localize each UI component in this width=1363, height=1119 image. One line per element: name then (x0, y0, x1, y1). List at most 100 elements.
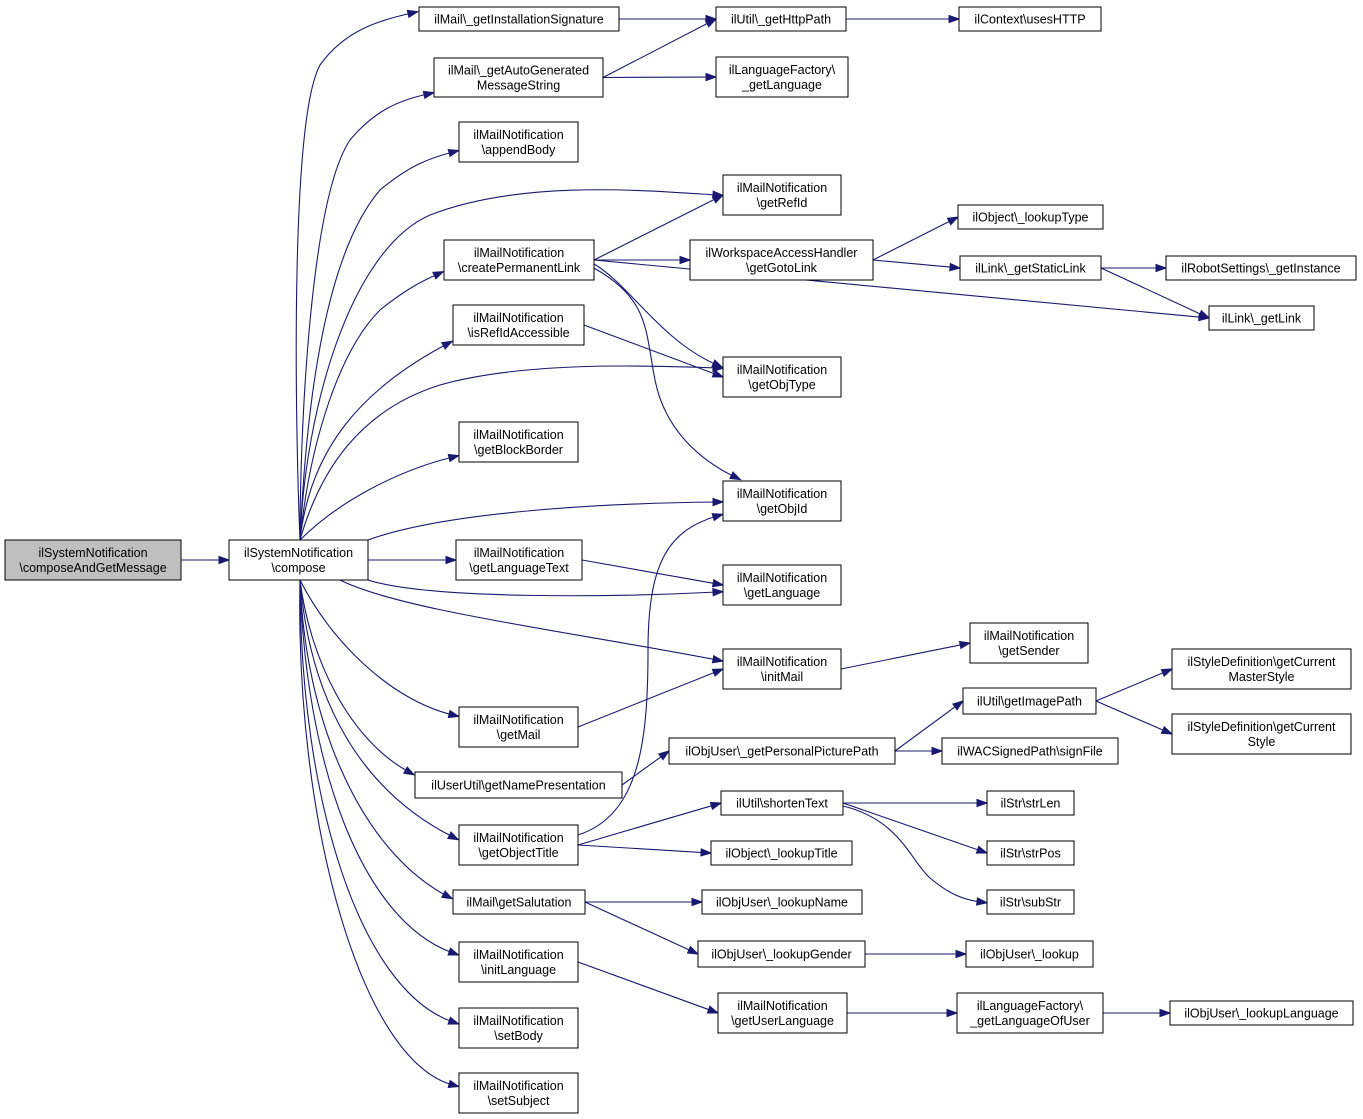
node-get-goto-link[interactable]: ilWorkspaceAccessHandler\getGotoLink (689, 239, 874, 281)
node-box (458, 706, 579, 748)
node-box (1208, 305, 1315, 331)
node-box (455, 539, 583, 581)
node-lookup-title[interactable]: ilObject\_lookupTitle (710, 840, 853, 866)
node-get-personal-picture-path[interactable]: ilObjUser\_getPersonalPicturePath (668, 737, 896, 765)
node-box (452, 889, 586, 915)
node-lookup-language[interactable]: ilObjUser\_lookupLanguage (1169, 1000, 1354, 1026)
node-lookup[interactable]: ilObjUser\_lookup (965, 940, 1094, 968)
node-compose-and-get-message[interactable]: ilSystemNotification\composeAndGetMessag… (4, 539, 182, 581)
node-label-line: ilMailNotification (474, 246, 564, 260)
node-get-obj-type[interactable]: ilMailNotification\getObjType (722, 356, 842, 398)
node-lookup-name[interactable]: ilObjUser\_lookupName (701, 889, 863, 915)
node-robot-get-instance[interactable]: ilRobotSettings\_getInstance (1165, 255, 1357, 281)
edge-line (894, 704, 959, 752)
node-append-body[interactable]: ilMailNotification\appendBody (458, 121, 579, 163)
node-label-line: \getLanguage (744, 586, 821, 600)
node-init-language[interactable]: ilMailNotification\initLanguage (458, 941, 579, 983)
node-label-line: ilStyleDefinition\getCurrent (1188, 655, 1337, 669)
node-get-name-presentation[interactable]: ilUserUtil\getNamePresentation (414, 771, 623, 799)
node-str-len[interactable]: ilStr\strLen (986, 790, 1075, 816)
arrowhead (975, 845, 989, 854)
node-get-http-path[interactable]: ilUtil\_getHttpPath (715, 6, 847, 32)
arrowhead (402, 766, 416, 776)
node-language-factory-get-language[interactable]: ilLanguageFactory\_getLanguage (715, 56, 849, 98)
node-label-line: ilMailNotification (473, 713, 563, 727)
node-get-user-language[interactable]: ilMailNotification\getUserLanguage (717, 992, 848, 1034)
node-uses-http[interactable]: ilContext\usesHTTP (958, 6, 1102, 32)
arrowhead (1160, 725, 1174, 735)
arrowhead (704, 18, 718, 28)
node-get-language-text[interactable]: ilMailNotification\getLanguageText (455, 539, 583, 581)
edge-compose-to-get-salutation (299, 579, 454, 900)
node-label-line: _getLanguageOfUser (969, 1014, 1090, 1028)
edge-compose-to-get-object-title (299, 579, 460, 841)
edge-line (299, 579, 454, 1086)
node-init-mail[interactable]: ilMailNotification\initMail (722, 648, 842, 690)
node-label-line: ilMailNotification (473, 948, 563, 962)
edge-compose-to-append-body (299, 148, 461, 541)
node-get-language[interactable]: ilMailNotification\getLanguage (722, 564, 842, 606)
node-lookup-type[interactable]: ilObject\_lookupType (957, 204, 1104, 230)
node-get-installation-signature[interactable]: ilMail\_getInstallationSignature (418, 6, 620, 32)
arrowhead (948, 14, 961, 24)
node-label-line: Style (1248, 735, 1276, 749)
edge-line (299, 365, 718, 541)
node-set-body[interactable]: ilMailNotification\setBody (458, 1007, 579, 1049)
node-sub-str[interactable]: ilStr\subStr (986, 889, 1075, 915)
edge-line (295, 12, 413, 541)
edge-line (1100, 267, 1204, 316)
node-label-line: ilLink\_getStaticLink (975, 262, 1086, 276)
node-box (418, 6, 620, 32)
edge-line (299, 343, 448, 541)
node-get-image-path[interactable]: ilUtil\getImagePath (962, 687, 1097, 715)
node-shorten-text[interactable]: ilUtil\shortenText (720, 790, 844, 816)
arrowhead (976, 798, 989, 808)
node-get-ref-id[interactable]: ilMailNotification\getRefId (722, 174, 842, 216)
node-sign-file[interactable]: ilWACSignedPath\signFile (941, 737, 1119, 765)
node-get-mail[interactable]: ilMailNotification\getMail (458, 706, 579, 748)
node-box (715, 56, 849, 98)
edge-get-user-language-to-get-language-of-user (847, 1008, 959, 1018)
node-get-link[interactable]: ilLink\_getLink (1208, 305, 1315, 331)
node-create-permanent-link[interactable]: ilMailNotification\createPermanentLink (443, 239, 595, 281)
arrowhead (441, 340, 454, 350)
edge-get-salutation-to-lookup-name (585, 897, 704, 907)
node-lookup-gender[interactable]: ilObjUser\_lookupGender (697, 940, 866, 968)
edge-line (593, 259, 1204, 318)
node-str-pos[interactable]: ilStr\strPos (986, 840, 1075, 866)
node-compose[interactable]: ilSystemNotification\compose (228, 539, 369, 581)
node-get-salutation[interactable]: ilMail\getSalutation (452, 889, 586, 915)
node-get-sender[interactable]: ilMailNotification\getSender (969, 622, 1089, 664)
arrowhead (218, 555, 231, 565)
node-label-line: ilMailNotification (737, 487, 827, 501)
edge-line (299, 579, 454, 716)
node-get-language-of-user[interactable]: ilLanguageFactory\_getLanguageOfUser (956, 992, 1104, 1034)
edge-get-static-link-to-get-link (1100, 267, 1211, 319)
node-set-subject[interactable]: ilMailNotification\setSubject (458, 1072, 579, 1114)
node-box (965, 940, 1094, 968)
node-label-line: ilUtil\_getHttpPath (731, 13, 831, 27)
edge-line (299, 579, 454, 838)
edge-is-ref-id-accessible-to-get-obj-type (583, 324, 725, 378)
node-is-ref-id-accessible[interactable]: ilMailNotification\isRefIdAccessible (452, 304, 585, 346)
node-get-object-title[interactable]: ilMailNotification\getObjectTitle (458, 824, 579, 866)
node-get-block-border[interactable]: ilMailNotification\getBlockBorder (458, 421, 579, 463)
arrowhead (946, 216, 960, 226)
node-label-line: ilObjUser\_getPersonalPicturePath (685, 745, 878, 759)
edge-compose-and-get-message-to-compose (181, 555, 231, 565)
node-label-line: ilMailNotification (473, 1014, 563, 1028)
node-box (957, 204, 1104, 230)
node-box (958, 6, 1102, 32)
arrowhead (447, 831, 460, 841)
edge-line (840, 643, 965, 670)
node-label-line: ilLanguageFactory\ (977, 999, 1084, 1013)
node-get-obj-id[interactable]: ilMailNotification\getObjId (722, 480, 842, 522)
edge-shorten-text-to-str-pos (842, 802, 989, 854)
node-label-line: ilMailNotification (473, 831, 563, 845)
node-label-line: ilObject\_lookupTitle (725, 847, 837, 861)
arrowhead (711, 513, 725, 522)
node-get-static-link[interactable]: ilLink\_getStaticLink (959, 255, 1102, 281)
